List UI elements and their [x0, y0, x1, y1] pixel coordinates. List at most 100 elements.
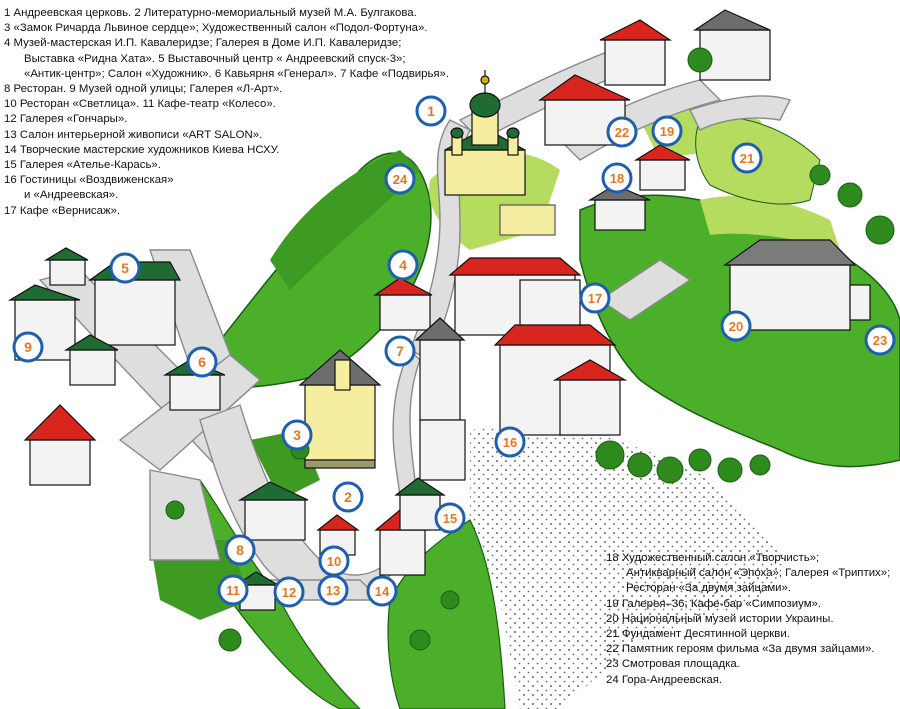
- legend-line: Выставка «Ридна Хата». 5 Выставочный цен…: [24, 52, 406, 65]
- marker-label: 15: [443, 511, 457, 526]
- marker-label: 17: [588, 291, 602, 306]
- marker-circle: [601, 162, 633, 194]
- legend-line: 3 «Замок Ричарда Львиное сердце»; Художе…: [4, 22, 428, 35]
- marker-label: 13: [326, 583, 340, 598]
- marker-16[interactable]: 16: [494, 426, 526, 458]
- marker-24[interactable]: 24: [384, 163, 416, 195]
- marker-18[interactable]: 18: [601, 162, 633, 194]
- marker-12[interactable]: 12: [273, 576, 305, 608]
- marker-label: 20: [729, 319, 743, 334]
- marker-10[interactable]: 10: [318, 545, 350, 577]
- legend-line: «Антик-центр»; Салон «Художник». 6 Кавья…: [24, 67, 450, 80]
- building-19: [633, 144, 691, 191]
- marker-label: 9: [24, 339, 32, 355]
- marker-label: 19: [660, 124, 674, 139]
- marker-label: 6: [198, 354, 206, 370]
- marker-13[interactable]: 13: [317, 574, 349, 606]
- marker-4[interactable]: 4: [387, 249, 419, 281]
- marker-circle: [109, 252, 141, 284]
- marker-label: 14: [375, 584, 390, 599]
- legend-line: Ресторан «За двумя зайцами».: [626, 582, 792, 595]
- marker-circle: [281, 419, 313, 451]
- marker-circle: [387, 249, 419, 281]
- marker-7[interactable]: 7: [384, 335, 416, 367]
- legend-line: 23 Смотровая площадка.: [606, 658, 740, 671]
- legend-line: 13 Салон интерьерной живописи «ART SALON…: [4, 128, 263, 141]
- marker-circle: [332, 481, 364, 513]
- marker-circle: [384, 335, 416, 367]
- marker-label: 10: [327, 554, 341, 569]
- trees: [165, 47, 895, 652]
- marker-22[interactable]: 22: [606, 116, 638, 148]
- dotted-slope: [470, 420, 790, 709]
- castle-building: [298, 349, 382, 469]
- marker-circle: [864, 324, 896, 356]
- marker-20[interactable]: 20: [720, 310, 752, 342]
- marker-circle: [606, 116, 638, 148]
- marker-label: 12: [282, 585, 296, 600]
- marker-circle: [186, 346, 218, 378]
- marker-14[interactable]: 14: [366, 575, 398, 607]
- marker-9[interactable]: 9: [12, 331, 44, 363]
- marker-label: 7: [396, 343, 404, 359]
- building-left-top: [43, 247, 89, 286]
- marker-17[interactable]: 17: [579, 282, 611, 314]
- legend-left: 1 Андреевская церковь. 2 Литературно-мем…: [4, 6, 449, 219]
- top-buildings: [599, 9, 771, 86]
- buildings: [7, 9, 871, 611]
- legend-line: Антикварный салон «Эпоха»; Галерея «Трип…: [626, 567, 891, 580]
- legend-right: 18 Художественный салон «Творчисть»;Анти…: [606, 551, 890, 688]
- legend-line: 15 Галерея «Ателье-Карась».: [4, 159, 161, 172]
- marker-23[interactable]: 23: [864, 324, 896, 356]
- marker-circle: [731, 142, 763, 174]
- marker-11[interactable]: 11: [217, 574, 249, 606]
- marker-2[interactable]: 2: [332, 481, 364, 513]
- andrew-church: [444, 70, 556, 236]
- marker-label: 5: [121, 260, 129, 276]
- marker-label: 11: [226, 583, 240, 598]
- marker-circle: [651, 115, 683, 147]
- marker-6[interactable]: 6: [186, 346, 218, 378]
- legend-line: 12 Галерея «Гончары».: [4, 113, 128, 126]
- marker-1[interactable]: 1: [415, 95, 447, 127]
- legend-line: 24 Гора-Андреевская.: [606, 673, 723, 686]
- legend-line: 4 Музей-мастерская И.П. Кавалеридзе; Гал…: [4, 37, 402, 50]
- building-4: [373, 277, 433, 331]
- marker-label: 18: [610, 171, 624, 186]
- marker-label: 23: [873, 333, 887, 348]
- marker-3[interactable]: 3: [281, 419, 313, 451]
- marker-label: 2: [344, 489, 352, 505]
- marker-label: 1: [427, 103, 435, 119]
- marker-label: 4: [399, 257, 407, 273]
- marker-circle: [720, 310, 752, 342]
- marker-21[interactable]: 21: [731, 142, 763, 174]
- marker-8[interactable]: 8: [224, 534, 256, 566]
- marker-circle: [273, 576, 305, 608]
- marker-15[interactable]: 15: [434, 502, 466, 534]
- building-16-complex: [493, 324, 628, 436]
- marker-19[interactable]: 19: [651, 115, 683, 147]
- marker-circle: [384, 163, 416, 195]
- marker-label: 22: [615, 125, 629, 140]
- building-20-museum: [723, 239, 871, 331]
- marker-circle: [217, 574, 249, 606]
- marker-circle: [415, 95, 447, 127]
- legend-line: 20 Национальный музей истории Украины.: [606, 612, 834, 625]
- legend-line: 8 Ресторан. 9 Музей одной улицы; Галерея…: [4, 83, 283, 96]
- marker-circle: [494, 426, 526, 458]
- marker-circle: [317, 574, 349, 606]
- legend-line: 16 Гостиницы «Воздвиженская»: [4, 174, 174, 187]
- legend-line: 17 Кафе «Вернисаж».: [4, 204, 121, 217]
- marker-label: 8: [236, 542, 244, 558]
- legend-line: 22 Памятник героям фильма «За двумя зайц…: [606, 643, 875, 656]
- marker-label: 24: [393, 172, 408, 187]
- building-left-mid: [63, 334, 119, 386]
- marker-5[interactable]: 5: [109, 252, 141, 284]
- legend-line: 1 Андреевская церковь. 2 Литературно-мем…: [4, 7, 417, 19]
- legend-line: 21 Фундамент Десятинной церкви.: [606, 628, 790, 641]
- marker-label: 21: [740, 151, 754, 166]
- marker-label: 16: [503, 435, 517, 450]
- building-2: [237, 481, 309, 541]
